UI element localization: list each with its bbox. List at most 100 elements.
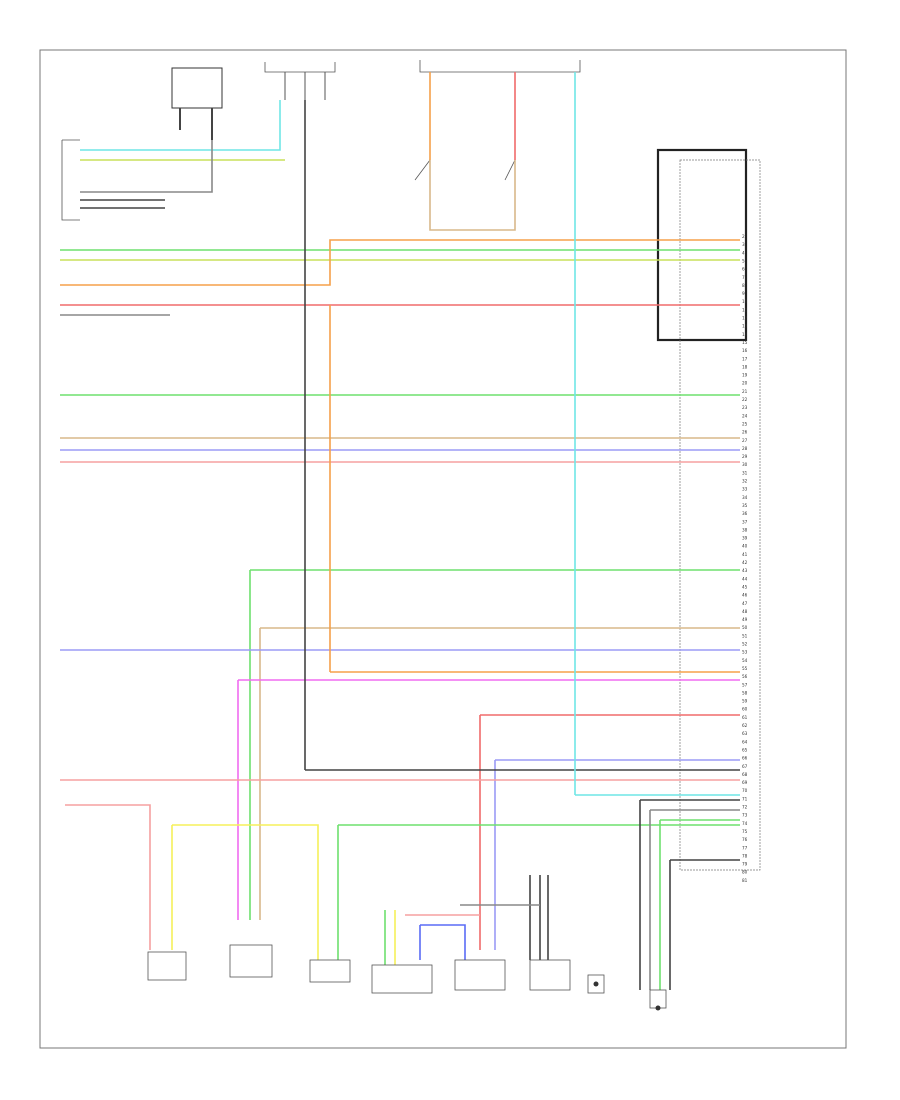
- ecm-pin-label: 41: [742, 552, 748, 557]
- ecm-pin-label: 81: [742, 878, 748, 883]
- ecm-pin-label: 27: [742, 438, 748, 443]
- wire-orange: [329, 305, 740, 673]
- sensor-7: [587, 974, 605, 994]
- ecm-pin-label: 22: [742, 397, 748, 402]
- wire-blue: [419, 924, 466, 960]
- ecm-pin-label: 45: [742, 584, 748, 589]
- ecm-pin-label: 64: [742, 739, 748, 744]
- ecm-pin-label: 19: [742, 373, 748, 378]
- ecm-pin-label: 38: [742, 527, 748, 532]
- wire-yellow: [171, 824, 319, 960]
- switch-top-mid: [264, 62, 336, 100]
- ecm-pin-label: 26: [742, 430, 748, 435]
- ecm-pin-label: 39: [742, 536, 748, 541]
- ecm-pin-label: 68: [742, 772, 748, 777]
- ecm-pin-label: 16: [742, 348, 748, 353]
- relay-top-left: [171, 67, 223, 140]
- ecm-pin-label: 6: [742, 267, 745, 272]
- ecm-pin-label: 14: [742, 332, 748, 337]
- switch-top-right: [414, 60, 581, 181]
- wire-cyan: [80, 100, 281, 151]
- ecm-pin-label: 78: [742, 853, 748, 858]
- ecm-pin-label: 35: [742, 503, 748, 508]
- ecm-pin-label: 61: [742, 715, 748, 720]
- ecm-pin-label: 9: [742, 291, 745, 296]
- wire-gray: [80, 140, 213, 193]
- ecm-pin-label: 62: [742, 723, 748, 728]
- ecm-pin-label: 55: [742, 666, 748, 671]
- ecm-pin-label: 77: [742, 845, 748, 850]
- ecm-connector-box: [656, 148, 748, 342]
- ecm-pin-label: 3: [742, 242, 745, 247]
- ecm-pin-label: 12: [742, 316, 748, 321]
- sensor-6: [529, 959, 571, 991]
- ecm-pin-label: 44: [742, 576, 748, 581]
- ecm-pin-column: 2345678910111213141516171819202122232425…: [742, 234, 748, 883]
- ecm-pin-label: 66: [742, 756, 748, 761]
- ecm-pin-label: 17: [742, 356, 748, 361]
- ecm-pin-label: 60: [742, 707, 748, 712]
- ecm-pin-label: 32: [742, 479, 748, 484]
- ecm-pin-label: 72: [742, 805, 748, 810]
- ecm-pin-label: 11: [742, 307, 748, 312]
- ecm-pin-label: 34: [742, 495, 748, 500]
- ecm-pin-label: 76: [742, 837, 748, 842]
- ecm-pin-label: 71: [742, 796, 748, 801]
- ecm-pin-label: 33: [742, 487, 748, 492]
- sensor-8: [649, 989, 667, 1009]
- ecm-pin-label: 5: [742, 258, 745, 263]
- ecm-pin-label: 40: [742, 544, 748, 549]
- ecm-pin-label: 51: [742, 633, 748, 638]
- ecm-pin-label: 70: [742, 788, 748, 793]
- ecm-pin-label: 37: [742, 519, 748, 524]
- diagram-frame: [39, 49, 847, 1049]
- sensor-5: [454, 959, 506, 991]
- ecm-pin-label: 67: [742, 764, 748, 769]
- ecm-pin-label: 56: [742, 674, 748, 679]
- ecm-pin-label: 53: [742, 650, 748, 655]
- wire-gray: [649, 809, 740, 990]
- ecm-pin-label: 52: [742, 642, 748, 647]
- wire-black: [529, 875, 549, 960]
- ecm-pin-label: 57: [742, 682, 748, 687]
- wire-tan: [429, 160, 516, 231]
- wire-tan: [259, 627, 740, 920]
- ecm-pin-label: 18: [742, 364, 748, 369]
- wire-green: [659, 819, 740, 990]
- ecm-pin-label: 42: [742, 560, 748, 565]
- ecm-body: [679, 159, 761, 871]
- wire-layer: [60, 100, 740, 990]
- ecm-pin-label: 54: [742, 658, 748, 663]
- ecm-pin-label: 79: [742, 862, 748, 867]
- wire-black: [639, 799, 740, 990]
- wire-black: [669, 859, 740, 990]
- wire-green: [249, 569, 740, 920]
- ecm-pin-label: 47: [742, 601, 748, 606]
- ecm-pin-label: 50: [742, 625, 748, 630]
- ecm-pin-label: 73: [742, 813, 748, 818]
- wire-red: [479, 714, 740, 950]
- ecm-pin-label: 2: [742, 234, 745, 239]
- ecm-pin-label: 25: [742, 421, 748, 426]
- ecm-pin-label: 7: [742, 275, 745, 280]
- ecm-pin-label: 29: [742, 454, 748, 459]
- ecm-pin-label: 30: [742, 462, 748, 467]
- wire-magenta: [237, 679, 740, 920]
- ecm-pin-label: 8: [742, 283, 745, 288]
- ecm-pin-label: 46: [742, 593, 748, 598]
- ecm-pin-label: 36: [742, 511, 748, 516]
- ecm-pin-label: 69: [742, 780, 748, 785]
- ecm-pin-label: 63: [742, 731, 748, 736]
- wire-violet: [494, 759, 740, 950]
- ecm-pin-label: 74: [742, 821, 748, 826]
- ecm-block: 2345678910111213141516171819202122232425…: [656, 148, 761, 883]
- ecm-pin-label: 59: [742, 699, 748, 704]
- ecm-pin-label: 75: [742, 829, 748, 834]
- ecm-pin-label: 48: [742, 609, 748, 614]
- wire-green: [337, 824, 740, 960]
- ecm-pin-label: 10: [742, 299, 748, 304]
- wire-black: [304, 100, 740, 771]
- ecm-pin-label: 21: [742, 389, 748, 394]
- ecm-pin-label: 13: [742, 324, 748, 329]
